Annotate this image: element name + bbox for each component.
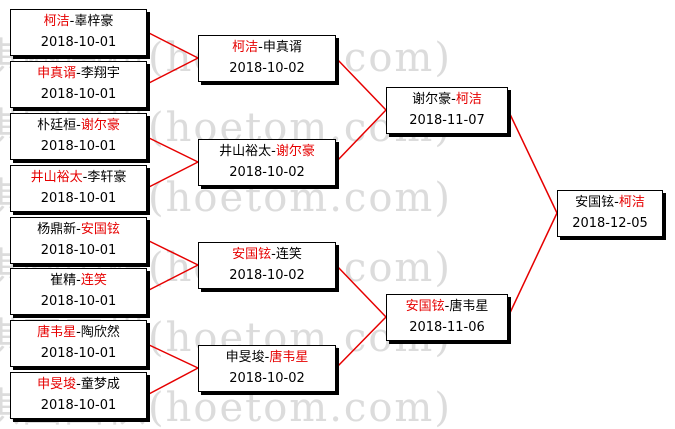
connector-line — [335, 264, 387, 318]
connector-line — [146, 343, 199, 369]
match-box-r1-7: 唐韦星-陶欣然 2018-10-01 — [10, 320, 147, 367]
match-date: 2018-10-01 — [40, 294, 117, 309]
match-players: 安国铉-唐韦星 — [405, 299, 489, 314]
match-players: 申旻埈-唐韦星 — [225, 350, 309, 365]
match-players: 安国铉-柯洁 — [575, 195, 645, 210]
connector-line — [335, 109, 387, 163]
player-name: 朴廷桓 — [37, 118, 77, 133]
player-name: 连笑 — [275, 247, 302, 262]
match-date: 2018-10-02 — [229, 371, 305, 386]
player-name: 崔精 — [50, 273, 77, 288]
player-name: 安国铉 — [405, 299, 445, 314]
match-box-r2-4: 申旻埈-唐韦星 2018-10-02 — [198, 345, 336, 392]
player-name: 申真谞 — [37, 66, 77, 81]
match-players: 安国铉-连笑 — [232, 247, 302, 262]
player-name: 井山裕太 — [219, 144, 272, 159]
player-name: 李翔宇 — [80, 66, 120, 81]
player-name: 辜梓豪 — [74, 14, 114, 29]
player-name: 唐韦星 — [37, 325, 77, 340]
player-name: 谢尔豪 — [412, 92, 452, 107]
match-box-r2-2: 井山裕太-谢尔豪 2018-10-02 — [198, 139, 336, 186]
player-name: 井山裕太 — [30, 170, 83, 185]
match-players: 柯洁-申真谞 — [232, 40, 302, 55]
match-players: 柯洁-辜梓豪 — [43, 14, 114, 29]
player-name: 安国铉 — [232, 247, 272, 262]
player-name: 谢尔豪 — [80, 118, 120, 133]
match-box-r3-2: 安国铉-唐韦星 2018-11-06 — [386, 294, 508, 341]
player-name: 李轩豪 — [87, 170, 127, 185]
match-date: 2018-10-01 — [40, 87, 117, 102]
match-players: 朴廷桓-谢尔豪 — [37, 118, 120, 133]
connector-line — [335, 57, 387, 111]
match-date: 2018-10-01 — [40, 243, 117, 258]
match-players: 申旻埈-童梦成 — [37, 377, 120, 392]
player-name: 杨鼎新 — [37, 222, 77, 237]
match-date: 2018-10-01 — [40, 398, 117, 413]
connector-line — [146, 31, 199, 59]
match-players: 井山裕太-李轩豪 — [30, 170, 127, 185]
match-date: 2018-10-02 — [229, 268, 305, 283]
match-box-r1-1: 柯洁-辜梓豪 2018-10-01 — [10, 9, 147, 56]
match-date: 2018-12-05 — [572, 216, 648, 231]
player-name: 申真谞 — [262, 40, 302, 55]
match-date: 2018-10-01 — [40, 35, 117, 50]
match-players: 唐韦星-陶欣然 — [37, 325, 120, 340]
match-date: 2018-10-01 — [40, 139, 117, 154]
connector-line — [146, 57, 199, 85]
match-box-r1-6: 崔精-连笑 2018-10-01 — [10, 268, 147, 315]
connector-line — [507, 212, 558, 318]
player-name: 安国铉 — [80, 222, 120, 237]
match-box-r1-3: 朴廷桓-谢尔豪 2018-10-01 — [10, 113, 147, 160]
match-box-r1-4: 井山裕太-李轩豪 2018-10-01 — [10, 165, 147, 212]
player-name: 柯洁 — [232, 40, 259, 55]
match-players: 杨鼎新-安国铉 — [37, 222, 120, 237]
match-players: 谢尔豪-柯洁 — [412, 92, 482, 107]
player-name: 连笑 — [80, 273, 107, 288]
player-name: 柯洁 — [455, 92, 482, 107]
connector-line — [146, 264, 199, 292]
connector-line — [146, 161, 199, 189]
player-name: 谢尔豪 — [275, 144, 315, 159]
match-date: 2018-10-01 — [40, 191, 117, 206]
match-box-r1-2: 申真谞-李翔宇 2018-10-01 — [10, 61, 147, 108]
player-name: 柯洁 — [43, 14, 70, 29]
connector-line — [146, 136, 199, 163]
connector-line — [146, 239, 199, 266]
match-date: 2018-10-02 — [229, 61, 305, 76]
player-name: 陶欣然 — [80, 325, 120, 340]
match-date: 2018-11-07 — [409, 113, 485, 128]
player-name: 安国铉 — [575, 195, 615, 210]
connector-line — [335, 316, 387, 369]
match-players: 申真谞-李翔宇 — [37, 66, 120, 81]
connector-line — [146, 367, 199, 396]
match-box-r3-1: 谢尔豪-柯洁 2018-11-07 — [386, 87, 508, 134]
player-name: 柯洁 — [618, 195, 645, 210]
match-box-r2-3: 安国铉-连笑 2018-10-02 — [198, 242, 336, 289]
match-date: 2018-10-01 — [40, 346, 117, 361]
player-name: 申旻埈 — [37, 377, 77, 392]
match-box-r1-5: 杨鼎新-安国铉 2018-10-01 — [10, 217, 147, 264]
player-name: 唐韦星 — [269, 350, 309, 365]
match-box-r1-8: 申旻埈-童梦成 2018-10-01 — [10, 372, 147, 419]
match-box-r2-1: 柯洁-申真谞 2018-10-02 — [198, 35, 336, 82]
match-date: 2018-10-02 — [229, 165, 305, 180]
player-name: 唐韦星 — [449, 299, 489, 314]
connector-line — [507, 109, 558, 214]
match-players: 崔精-连笑 — [50, 273, 107, 288]
match-date: 2018-11-06 — [409, 320, 485, 335]
player-name: 童梦成 — [80, 377, 120, 392]
match-players: 井山裕太-谢尔豪 — [219, 144, 315, 159]
player-name: 申旻埈 — [225, 350, 265, 365]
match-box-final: 安国铉-柯洁 2018-12-05 — [557, 190, 663, 237]
